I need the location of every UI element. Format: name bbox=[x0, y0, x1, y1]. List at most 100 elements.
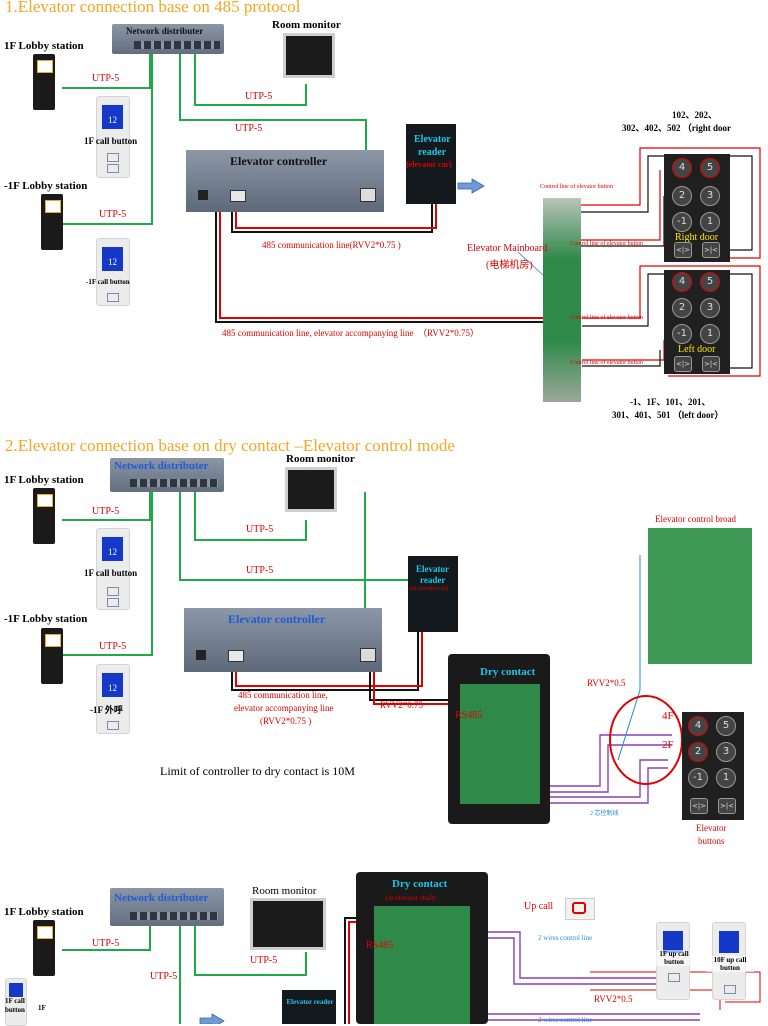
lobby-b1-label-1: -1F Lobby station bbox=[4, 180, 88, 192]
lobby-1f-label-1: 1F Lobby station bbox=[4, 40, 84, 52]
network-distributor-3: Network distributer bbox=[110, 888, 224, 926]
right-rooms-label: 102、202、 bbox=[672, 110, 718, 120]
call-left-label: button bbox=[5, 1006, 25, 1014]
elevator-controller-1: Elevator controller bbox=[186, 150, 384, 212]
call-1f-label-1: 1F call button bbox=[84, 136, 138, 146]
dry-contact-label: Dry contact bbox=[392, 878, 448, 890]
dry-contact-box-3: Dry contact (in elevator shaft) bbox=[356, 872, 488, 1024]
down-button bbox=[107, 164, 119, 173]
call-b1-label-1: -1F call button bbox=[86, 278, 130, 286]
room-monitor-3 bbox=[250, 898, 326, 950]
lobby-1f-label-3: 1F Lobby station bbox=[4, 906, 84, 918]
down-button bbox=[107, 598, 119, 607]
switch-ports bbox=[130, 479, 218, 487]
lobby-screen bbox=[45, 634, 61, 647]
floor-button: 5 bbox=[700, 272, 720, 292]
floor-4f-label: 4F bbox=[662, 710, 674, 722]
floor-display: 12 bbox=[102, 247, 123, 271]
utp-label: UTP-5 bbox=[92, 73, 120, 84]
floor-button: 1 bbox=[700, 324, 720, 344]
line485-label: 485 communication line, bbox=[238, 690, 328, 700]
reader-label: Elevator bbox=[414, 134, 451, 145]
network-distributor-1: Network distributer bbox=[112, 24, 224, 54]
elevator-controller-2: Elevator controller bbox=[184, 608, 382, 672]
utp-label: UTP-5 bbox=[150, 971, 178, 982]
rs485-label: RS485 bbox=[366, 940, 394, 951]
control-line-label: Control line of elevator button bbox=[540, 184, 613, 190]
elevator-buttons-label: buttons bbox=[698, 836, 725, 846]
call-button-1f-1: 12 bbox=[96, 96, 130, 178]
floor-button: 4 bbox=[672, 158, 692, 178]
utp-label: UTP-5 bbox=[92, 506, 120, 517]
rvv-label: RVV2*0.75 bbox=[380, 700, 424, 710]
control-line-label: Control line of elevator button bbox=[570, 241, 643, 247]
reader-label: (in elevator car) bbox=[410, 586, 449, 592]
rj45-port bbox=[360, 648, 376, 662]
call-1f-label-2: 1F call button bbox=[84, 568, 138, 578]
rvv-label: RVV2*0.5 bbox=[594, 994, 633, 1004]
utp-label: UTP-5 bbox=[92, 938, 120, 949]
reader-label: reader bbox=[418, 147, 447, 158]
up-button bbox=[107, 153, 119, 162]
room-monitor-2 bbox=[285, 467, 337, 512]
utp-label: UTP-5 bbox=[246, 565, 274, 576]
call-left-label: 1F call bbox=[5, 997, 25, 1005]
elevator-reader-1: Elevator reader (elevator car) bbox=[406, 124, 456, 204]
call-b1-label-2: -1F 外呼 bbox=[90, 705, 123, 715]
rj45-port bbox=[360, 188, 376, 202]
limit-label: Limit of controller to dry contact is 10… bbox=[160, 764, 355, 778]
reader-label: Elevator bbox=[416, 564, 449, 574]
up-call-button bbox=[565, 898, 595, 920]
call-button-b1-2: 12 bbox=[96, 664, 130, 734]
elevator-reader-2: Elevator reader (in elevator car) bbox=[408, 556, 458, 632]
up-button bbox=[107, 587, 119, 596]
mainboard-cn-label: (电梯机房) bbox=[486, 260, 533, 271]
dry-contact-box-2: Dry contact bbox=[448, 654, 550, 824]
floor-button: -1 bbox=[672, 324, 692, 344]
utp-label: UTP-5 bbox=[235, 123, 263, 134]
floor-button: 4 bbox=[672, 272, 692, 292]
utp-label: UTP-5 bbox=[246, 524, 274, 535]
floor-2f-label: 2F bbox=[662, 739, 674, 751]
elevator-buttons-label: Elevator bbox=[696, 823, 727, 833]
wire-label: 2 wires control line bbox=[538, 1016, 593, 1024]
left-rooms-label: 301、401、501 （left door） bbox=[612, 410, 724, 420]
network-distributor-label: Network distributer bbox=[126, 26, 204, 36]
left-rooms-label: -1、1F、101、201、 bbox=[630, 397, 711, 407]
wire-label: 2 wires control line bbox=[538, 934, 593, 942]
floor-display bbox=[663, 931, 683, 953]
up-button bbox=[668, 973, 680, 982]
control-line-label: Control line of elevator button bbox=[570, 315, 643, 321]
lobby-station-1f-3 bbox=[33, 920, 55, 976]
close-door-button: >|< bbox=[718, 798, 736, 814]
floor-button: 4 bbox=[688, 716, 708, 736]
elevator-mainboard-1 bbox=[543, 198, 581, 402]
power-port bbox=[196, 650, 206, 660]
lobby-b1-label-2: -1F Lobby station bbox=[4, 613, 88, 625]
mainboard-label: Elevator Mainboard bbox=[467, 243, 548, 254]
open-door-button: <|> bbox=[674, 356, 692, 372]
elevator-buttons-panel: 4 5 2 3 -1 1 <|> >|< bbox=[682, 712, 744, 820]
open-door-button: <|> bbox=[690, 798, 708, 814]
power-port bbox=[198, 190, 208, 200]
floor-display bbox=[9, 983, 23, 997]
floor-display: 12 bbox=[102, 105, 123, 129]
switch-ports bbox=[130, 912, 218, 920]
network-distributor-label: Network distributer bbox=[114, 460, 209, 472]
switch-ports bbox=[134, 41, 220, 49]
left-door-panel: 4 5 2 3 -1 1 Left door <|> >|< bbox=[664, 270, 730, 374]
utp-label: UTP-5 bbox=[99, 641, 127, 652]
open-door-button: <|> bbox=[674, 242, 692, 258]
right-door-panel: 4 5 2 3 -1 1 Right door <|> >|< bbox=[664, 154, 730, 262]
line485-long-label: 485 communication line, elevator accompa… bbox=[222, 328, 479, 338]
wire-label: 2 芯控制线 bbox=[590, 811, 619, 817]
reader-label: reader bbox=[420, 575, 446, 585]
up-button bbox=[107, 293, 119, 302]
lobby-station-1f-2 bbox=[33, 488, 55, 544]
call-b-label: 10F up call button bbox=[706, 956, 754, 972]
up-button bbox=[724, 985, 736, 994]
utp-label: UTP-5 bbox=[245, 91, 273, 102]
up-button bbox=[107, 721, 119, 730]
call-button-left-3 bbox=[5, 978, 27, 1026]
floor-button: -1 bbox=[672, 212, 692, 232]
